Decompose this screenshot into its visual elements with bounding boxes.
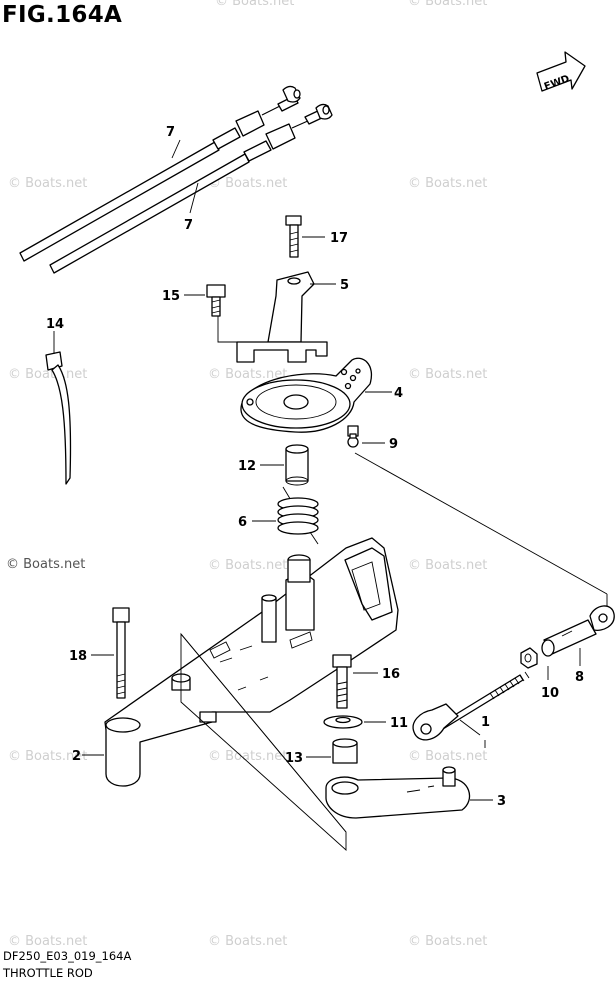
part-7-cable-lower [49, 103, 333, 274]
callout-15: 15 [162, 289, 180, 304]
part-4-throttle-drum [240, 357, 373, 433]
callout-7b: 7 [184, 218, 193, 233]
watermark: © Boats.net [208, 558, 288, 573]
part-14-cable-tie [45, 351, 72, 485]
watermark: © Boats.net [8, 934, 88, 949]
callout-18: 18 [69, 649, 87, 664]
callout-3: 3 [497, 794, 506, 809]
part-7-cable-upper [19, 85, 301, 262]
part-6-spring [277, 486, 319, 545]
part-18-bolt [112, 607, 130, 699]
figure-name: THROTTLE ROD [3, 966, 93, 980]
callout-4: 4 [394, 386, 403, 401]
watermark: © Boats.net [208, 749, 288, 764]
watermark: © Boats.net [408, 934, 488, 949]
part-5-bracket [236, 271, 328, 363]
part-11-washer [323, 715, 363, 729]
watermark: © Boats.net [6, 557, 86, 572]
part-8-rod-end [541, 605, 615, 657]
callout-11: 11 [390, 716, 408, 731]
part-13-collar [332, 738, 358, 764]
watermark: © Boats.net [208, 176, 288, 191]
fwd-arrow: FWD [536, 51, 586, 93]
callout-8: 8 [575, 670, 584, 685]
watermark: © Boats.net [215, 0, 295, 9]
callout-9: 9 [389, 437, 398, 452]
watermark: © Boats.net [408, 558, 488, 573]
callout-2: 2 [72, 749, 81, 764]
callout-16: 16 [382, 667, 400, 682]
callout-7a: 7 [166, 125, 175, 140]
watermark: © Boats.net [8, 176, 88, 191]
callout-12: 12 [238, 459, 256, 474]
watermark: © Boats.net [8, 367, 88, 382]
watermark: © Boats.net [208, 934, 288, 949]
watermark: © Boats.net [8, 749, 88, 764]
watermark: © Boats.net [408, 367, 488, 382]
watermark: © Boats.net [408, 749, 488, 764]
callout-1: 1 [481, 715, 490, 730]
figure-code: DF250_E03_019_164A [3, 949, 132, 963]
callout-5: 5 [340, 278, 349, 293]
part-12-collar [285, 444, 309, 486]
watermark: © Boats.net [208, 367, 288, 382]
part-9-ball-joint [347, 425, 359, 448]
part-1-throttle-rod [412, 671, 530, 741]
part-3-throttle-arm [325, 766, 471, 819]
watermark: © Boats.net [408, 176, 488, 191]
figure-title: FIG.164A [2, 2, 123, 28]
callout-13: 13 [285, 751, 303, 766]
watermark: © Boats.net [408, 0, 488, 9]
part-2-throttle-lever [104, 537, 399, 787]
part-17-bolt [285, 215, 302, 258]
callout-10: 10 [541, 686, 559, 701]
part-10-nut [520, 647, 538, 669]
part-16-bolt [332, 654, 352, 709]
callout-6: 6 [238, 515, 247, 530]
part-15-bolt [206, 284, 226, 317]
callout-14: 14 [46, 317, 64, 332]
callout-17: 17 [330, 231, 348, 246]
